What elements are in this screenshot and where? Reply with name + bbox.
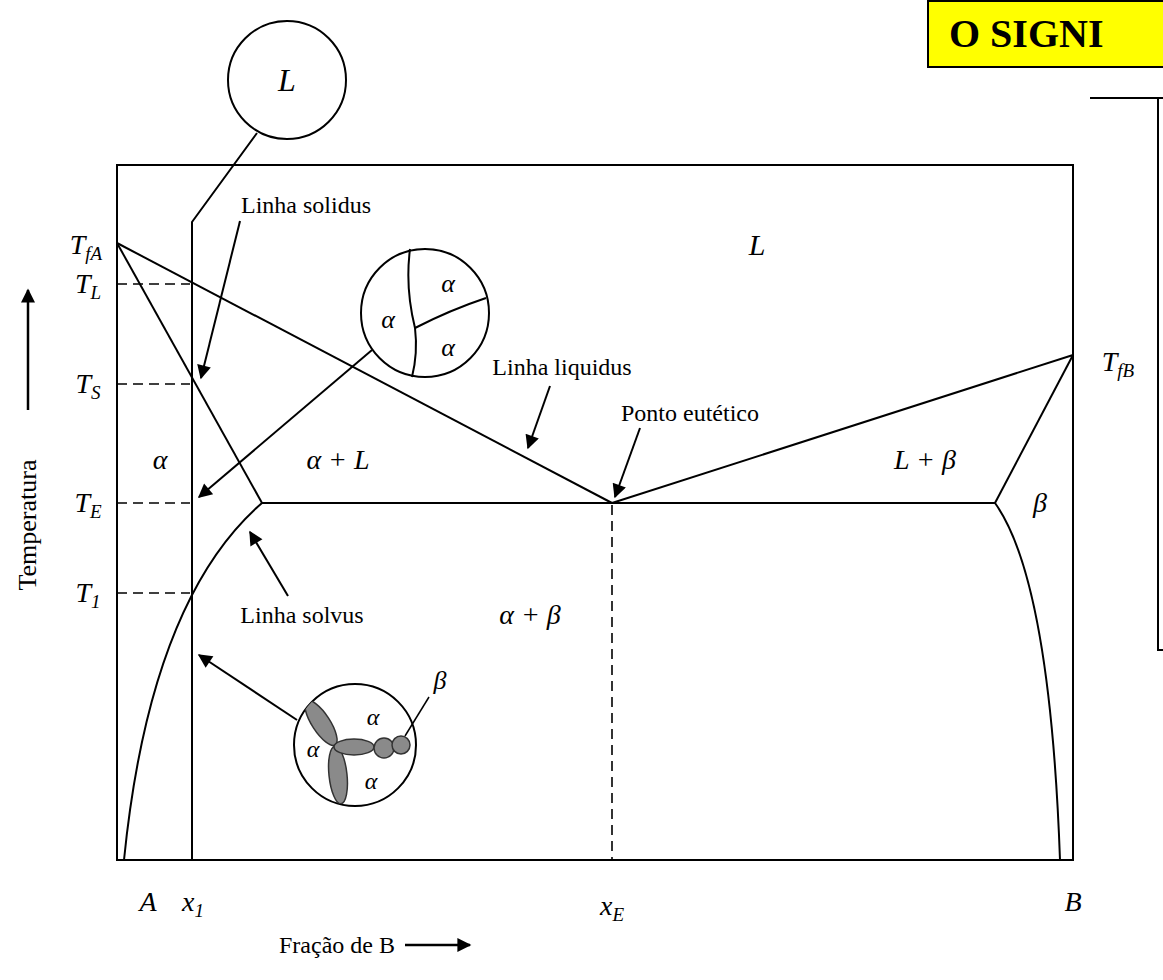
temperature-label: TfB: [1102, 348, 1135, 376]
phase-symbol: α: [441, 271, 455, 297]
panel-border: [1090, 98, 1163, 650]
phase-symbol: L: [278, 64, 296, 96]
temperature-label: TS: [75, 370, 100, 398]
phase-symbol: α: [381, 307, 395, 333]
subscript: 1: [194, 900, 204, 921]
phase-label: α + L: [306, 446, 369, 474]
dash-line: [117, 592, 190, 594]
temperature-label: T1: [75, 579, 100, 607]
phase-symbol: α: [441, 335, 455, 361]
beta-particles: [299, 696, 410, 804]
dash-line: [117, 283, 190, 285]
title-banner: O SIGNI: [927, 0, 1163, 68]
eutectic-line: [262, 502, 995, 504]
plot-frame: [117, 165, 1073, 860]
dash-line: [611, 505, 613, 860]
phase-label: L + β: [894, 446, 956, 474]
phase-symbol: α: [365, 769, 378, 793]
dash-line: [117, 502, 190, 504]
beta-particle: [334, 739, 374, 755]
leader-arrow: [528, 386, 550, 448]
axis-arrow: [27, 290, 30, 410]
grain-boundary: [412, 328, 416, 377]
title-text: O SIGNI: [929, 2, 1163, 66]
composition-line: [192, 133, 257, 860]
phase-label: α + β: [499, 601, 561, 629]
callout-arrows: [199, 221, 640, 720]
solidus-line: [995, 355, 1073, 503]
subscript: fB: [1117, 360, 1134, 381]
axis-title: Fração de B: [279, 933, 395, 957]
line-label: Linha solvus: [240, 603, 363, 627]
subscript: L: [90, 282, 101, 303]
subscript: E: [90, 501, 102, 522]
line-label: Linha solidus: [241, 193, 371, 217]
phase-label: β: [1033, 489, 1047, 517]
axis-end-label: A: [139, 888, 156, 916]
temperature-label: TfA: [70, 231, 103, 259]
line-label: Linha liquidus: [492, 355, 631, 379]
subscript: 1: [91, 591, 101, 612]
microstructure-circle: βααα: [293, 683, 417, 807]
composition-label: x1: [182, 888, 204, 916]
point-label: Ponto eutético: [621, 401, 759, 425]
dash-line: [117, 383, 190, 385]
composition-label: xE: [600, 892, 624, 920]
leader-arrow: [199, 655, 297, 720]
leader-arrow: [201, 221, 240, 378]
temperature-label: TL: [75, 270, 101, 298]
solvus-line: [995, 503, 1060, 860]
subscript: fA: [85, 243, 102, 264]
phase-label: α: [153, 446, 168, 474]
circle-border: [294, 684, 416, 806]
temperature-label: TE: [74, 489, 101, 517]
microstructure-circle: L: [227, 20, 347, 140]
microstructure-circle: α α α: [360, 248, 490, 378]
beta-particle: [299, 696, 342, 749]
beta-particle: [374, 738, 394, 758]
grain-boundaries: [408, 249, 486, 377]
grain-boundary: [408, 249, 415, 328]
solidus-line: [117, 243, 262, 503]
axis-title: Temperatura: [15, 460, 41, 591]
leader-arrow: [199, 350, 372, 497]
circle-border: [228, 21, 346, 139]
leader-arrow: [615, 428, 640, 497]
liquidus-line: [612, 355, 1073, 503]
subscript: E: [612, 904, 624, 925]
phase-symbol: β: [434, 668, 447, 694]
axis-end-label: B: [1064, 888, 1081, 916]
axis-arrow: [405, 944, 470, 947]
circle-outline: [360, 248, 490, 378]
phase-label: L: [749, 230, 766, 260]
subscript: S: [91, 382, 101, 403]
beta-particle: [392, 736, 410, 754]
phase-symbol: α: [367, 705, 380, 729]
phase-symbol: α: [307, 737, 320, 761]
leader-arrow: [250, 532, 288, 596]
grain-boundary: [415, 298, 486, 328]
circle-border: [361, 249, 489, 377]
beta-leader: [405, 697, 429, 736]
